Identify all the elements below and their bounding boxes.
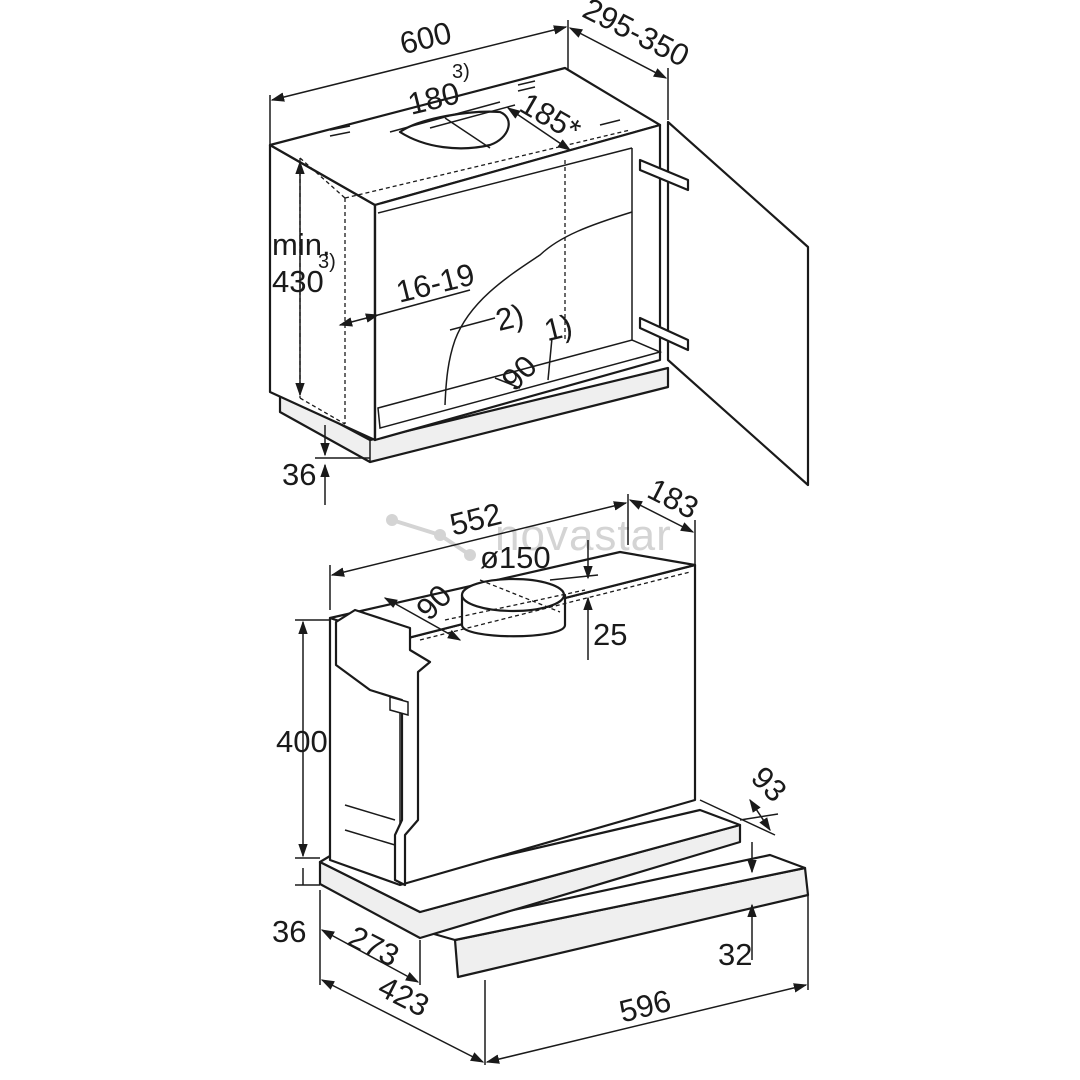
cabinet-width-label: 600 (396, 15, 455, 61)
body-height-label: 400 (276, 724, 328, 759)
min-height-note: 3) (318, 251, 336, 273)
hood-drawing (318, 550, 810, 979)
bottom-height-label: 36 (282, 457, 316, 492)
cutout-width-note: 3) (452, 61, 470, 83)
depth-273-label: 273 (343, 919, 405, 974)
hood-dimensions (295, 494, 809, 1065)
panel-height-label: 36 (272, 914, 306, 949)
duct-height-label: 25 (593, 617, 627, 652)
cabinet-dimensions (269, 20, 669, 505)
cabinet-drawing (268, 66, 810, 487)
front-width-label: 596 (616, 983, 675, 1029)
visor-depth-label: 93 (744, 760, 793, 809)
min-label: min. (272, 227, 331, 262)
depth-423-label: 423 (373, 969, 435, 1024)
min-height-label: 430 (272, 264, 324, 299)
duct-diameter-label: ø150 (480, 540, 551, 575)
front-height-label: 32 (718, 937, 752, 972)
